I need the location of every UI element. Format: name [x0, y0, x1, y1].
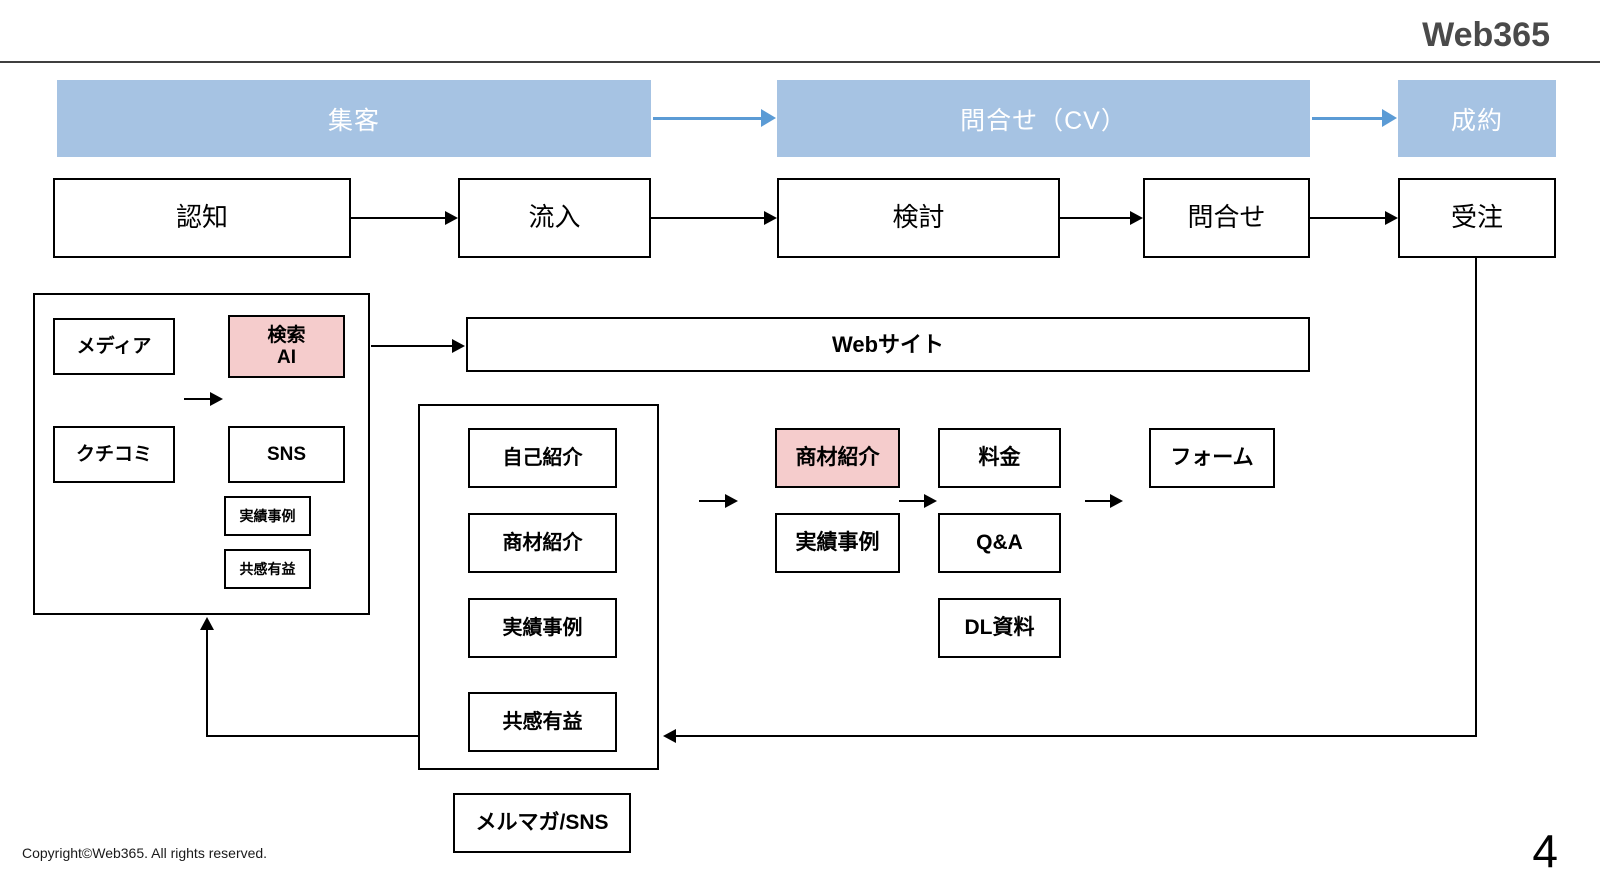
- newsletter-sns-box: メルマガ/SNS: [453, 793, 631, 853]
- word-of-mouth-box: クチコミ: [53, 426, 175, 483]
- consideration-case-studies-box: 実績事例: [775, 513, 900, 573]
- step-awareness-box: 認知: [53, 178, 351, 258]
- consideration-product-intro-label: 商材紹介: [795, 445, 880, 469]
- copyright-text: Copyright©Web365. All rights reserved.: [22, 845, 268, 861]
- step-order-label: 受注: [1450, 202, 1503, 233]
- case-studies-small-box: 実績事例: [224, 496, 311, 536]
- arrow-sitepages-to-consideration-line: [699, 500, 726, 502]
- arrow-awareness-to-inflow-head: [445, 211, 458, 225]
- newsletter-sns-label: メルマガ/SNS: [475, 810, 609, 834]
- step-consideration-label: 検討: [892, 202, 945, 233]
- stage-inquiry-cv-label: 問合せ（CV）: [960, 106, 1127, 135]
- search-ai-label-line1: 検索: [267, 324, 306, 346]
- arrow-cv-to-close-head: [1382, 109, 1397, 127]
- case-studies-box: 実績事例: [468, 598, 617, 658]
- pricing-label: 料金: [978, 445, 1021, 469]
- stage-attract-box: 集客: [57, 80, 651, 157]
- step-inflow-box: 流入: [458, 178, 651, 258]
- form-label: フォーム: [1170, 445, 1254, 469]
- arrow-media-row-to-sns-row-line: [184, 398, 212, 400]
- qa-label: Q&A: [976, 530, 1023, 554]
- qa-box: Q&A: [938, 513, 1061, 573]
- website-box: Webサイト: [466, 317, 1310, 372]
- feedback-line-horizontal: [207, 735, 418, 737]
- arrow-inflow-to-consideration-line: [651, 217, 765, 219]
- self-intro-box: 自己紹介: [468, 428, 617, 488]
- empathy-value-small-label: 共感有益: [239, 560, 296, 577]
- page-number: 4: [1532, 825, 1558, 877]
- pricing-box: 料金: [938, 428, 1061, 488]
- self-intro-label: 自己紹介: [502, 446, 583, 469]
- website-label: Webサイト: [831, 331, 945, 357]
- feedback-arrow-up-head: [200, 617, 214, 630]
- header-divider-line: [0, 61, 1600, 63]
- word-of-mouth-label: クチコミ: [75, 443, 152, 465]
- brand-logo-text: Web365: [1422, 16, 1550, 54]
- arrow-consideration-to-inquiry-line: [1060, 217, 1131, 219]
- arrow-media-row-to-sns-row-head: [210, 392, 223, 406]
- step-inquiry-box: 問合せ: [1143, 178, 1310, 258]
- stage-close-box: 成約: [1398, 80, 1556, 157]
- return-line-from-order-horizontal: [676, 735, 1477, 737]
- product-intro-label: 商材紹介: [502, 531, 583, 554]
- step-consideration-box: 検討: [777, 178, 1060, 258]
- arrow-pricing-to-form-line: [1085, 500, 1111, 502]
- arrow-inquiry-to-order-head: [1385, 211, 1398, 225]
- consideration-product-intro-box: 商材紹介: [775, 428, 900, 488]
- arrow-inflow-to-consideration-head: [764, 211, 777, 225]
- arrow-group-to-website-head: [452, 339, 465, 353]
- empathy-value-box: 共感有益: [468, 692, 617, 752]
- arrow-consideration-to-inquiry-head: [1130, 211, 1143, 225]
- form-box: フォーム: [1149, 428, 1275, 488]
- arrow-pricing-to-form-head: [1110, 494, 1123, 508]
- media-box: メディア: [53, 318, 175, 375]
- product-intro-box: 商材紹介: [468, 513, 617, 573]
- sns-box: SNS: [228, 426, 345, 483]
- empathy-value-label: 共感有益: [502, 710, 583, 733]
- arrow-awareness-to-inflow-line: [351, 217, 447, 219]
- download-box: DL資料: [938, 598, 1061, 658]
- return-line-from-order-vertical: [1475, 258, 1477, 736]
- arrow-group-to-website-line: [371, 345, 453, 347]
- feedback-line-vertical: [206, 630, 208, 737]
- consideration-case-studies-label: 実績事例: [795, 530, 880, 554]
- return-arrow-into-sitepages-head: [663, 729, 676, 743]
- arrow-cv-to-close-line: [1312, 117, 1384, 120]
- case-studies-small-label: 実績事例: [239, 507, 296, 524]
- awareness-sources-group: [33, 293, 370, 615]
- arrow-inquiry-to-order-line: [1310, 217, 1386, 219]
- search-ai-box: 検索 AI: [228, 315, 345, 378]
- site-pages-group: [418, 404, 659, 770]
- sns-label: SNS: [266, 443, 307, 465]
- step-inflow-label: 流入: [528, 202, 581, 233]
- stage-close-label: 成約: [1450, 106, 1503, 135]
- arrow-product-to-pricing-line: [899, 500, 925, 502]
- arrow-attract-to-cv-head: [761, 109, 776, 127]
- search-ai-label-line2: AI: [277, 346, 296, 368]
- arrow-product-to-pricing-head: [924, 494, 937, 508]
- case-studies-label: 実績事例: [502, 616, 583, 639]
- stage-inquiry-cv-box: 問合せ（CV）: [777, 80, 1310, 157]
- arrow-sitepages-to-consideration-head: [725, 494, 738, 508]
- stage-attract-label: 集客: [327, 106, 380, 135]
- empathy-value-small-box: 共感有益: [224, 549, 311, 589]
- step-order-box: 受注: [1398, 178, 1556, 258]
- step-inquiry-label: 問合せ: [1187, 202, 1266, 233]
- step-awareness-label: 認知: [175, 202, 228, 233]
- media-label: メディア: [76, 335, 152, 357]
- arrow-attract-to-cv-line: [653, 117, 763, 120]
- download-label: DL資料: [964, 615, 1035, 639]
